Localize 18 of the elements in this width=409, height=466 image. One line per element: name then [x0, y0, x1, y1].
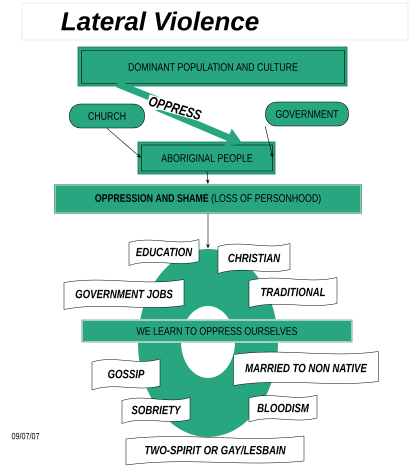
edge-label: OPPRESS	[146, 94, 204, 122]
ribbon-banner: MARRIED TO NON NATIVE	[233, 351, 379, 386]
ribbon-banner: SOBRIETY	[122, 397, 190, 424]
ribbon-banner: EDUCATION	[128, 239, 200, 266]
rounded-box: CHURCH	[69, 104, 145, 128]
rounded-box: GOVERNMENT	[265, 102, 349, 126]
ribbon-banner: BLOODISM	[248, 394, 318, 422]
process-box: ABORIGINAL PEOPLE	[138, 142, 276, 174]
process-box: DOMINANT POPULATION AND CULTURE	[78, 46, 348, 86]
ribbon-banner: GOVERNMENT JOBS	[64, 279, 184, 310]
ribbon-banner: GOSSIP	[92, 358, 160, 390]
ribbon-banner: TWO-SPIRIT OR GAY/LESBAIN	[126, 436, 304, 466]
ribbon-banner: TRADITIONAL	[248, 277, 338, 308]
banner-box: OPPRESSION AND SHAME (LOSS OF PERSONHOOD)	[54, 184, 362, 214]
date-label: 09/07/07	[12, 432, 40, 440]
ribbon-banner: CHRISTIAN	[218, 243, 290, 274]
banner-box: WE LEARN TO OPPRESS OURSELVES	[81, 319, 353, 343]
title-banner: Lateral Violence	[22, 2, 408, 40]
